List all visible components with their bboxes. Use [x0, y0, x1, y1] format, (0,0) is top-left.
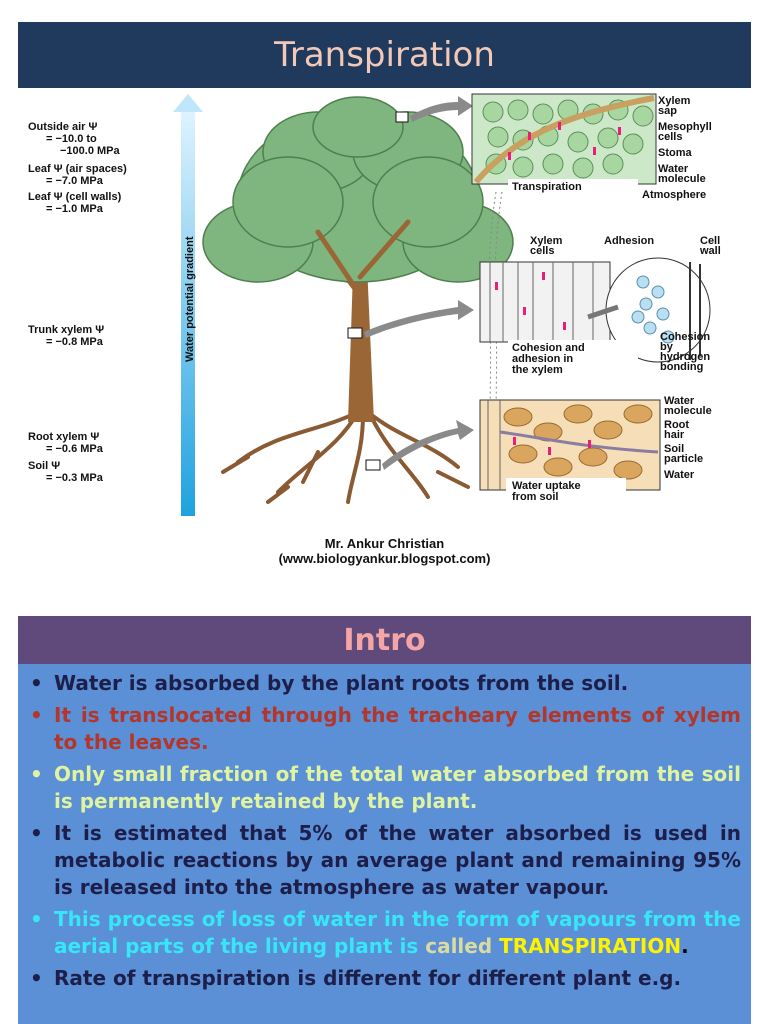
leaf-panel-caption: Transpiration: [512, 181, 582, 193]
bullet-retention: Only small fraction of the total water a…: [30, 761, 741, 815]
intro-bullet-list: Water is absorbed by the plant roots fro…: [18, 664, 751, 992]
transpiration-diagram: Outside air Ψ = −10.0 to −100.0 MPa Leaf…: [18, 92, 751, 572]
intro-header: Intro: [18, 616, 751, 664]
gradient-label: Water potential gradient: [184, 236, 196, 362]
svg-text:Adhesion: Adhesion: [604, 235, 654, 247]
svg-text:= −0.6 MPa: = −0.6 MPa: [46, 443, 104, 455]
label-leaf-air: Leaf Ψ (air spaces): [28, 163, 127, 175]
image-credit: Mr. Ankur Christian (www.biologyankur.bl…: [18, 536, 751, 566]
svg-text:Water: Water: [664, 469, 695, 481]
svg-text:Xylem: Xylem: [658, 95, 691, 107]
leaf-panel: Transpiration Xylem sap Mesophyll cells …: [471, 93, 712, 201]
svg-text:Water: Water: [658, 163, 689, 175]
svg-text:Mesophyll: Mesophyll: [658, 121, 712, 133]
intro-body: Water is absorbed by the plant roots fro…: [18, 664, 751, 1024]
svg-text:wall: wall: [699, 245, 721, 257]
term-transpiration: TRANSPIRATION: [499, 934, 682, 958]
label-soil: Soil Ψ: [28, 460, 60, 472]
svg-text:from soil: from soil: [512, 491, 558, 503]
svg-text:cells: cells: [530, 245, 554, 257]
svg-text:particle: particle: [664, 453, 703, 465]
svg-text:= −10.0 to: = −10.0 to: [46, 133, 97, 145]
credit-website: (www.biologyankur.blogspot.com): [278, 551, 491, 566]
intro-heading: Intro: [343, 622, 426, 658]
svg-text:adhesion in: adhesion in: [512, 353, 573, 365]
stem-panel: Xylem cells Adhesion Cell wall: [479, 235, 721, 380]
bullet-estimate: It is estimated that 5% of the water abs…: [30, 820, 741, 901]
potential-labels: Outside air Ψ = −10.0 to −100.0 MPa Leaf…: [28, 121, 127, 484]
tree-illustration: [202, 96, 514, 504]
svg-text:−100.0 MPa: −100.0 MPa: [60, 145, 121, 157]
slide1-title: Transpiration: [274, 35, 495, 75]
svg-text:bonding: bonding: [660, 361, 703, 373]
credit-author: Mr. Ankur Christian: [324, 536, 445, 551]
label-outside-air: Outside air Ψ: [28, 121, 98, 133]
svg-text:molecule: molecule: [658, 173, 706, 185]
svg-text:Cell: Cell: [700, 235, 720, 247]
svg-text:Root: Root: [664, 419, 689, 431]
gradient-arrow: Water potential gradient: [173, 94, 203, 516]
svg-text:Water: Water: [664, 395, 695, 407]
label-trunk: Trunk xylem Ψ: [28, 324, 104, 336]
svg-text:cells: cells: [658, 131, 682, 143]
bullet-definition: This process of loss of water in the for…: [30, 906, 741, 960]
slide1-title-bar: Transpiration: [18, 22, 751, 88]
svg-text:= −1.0 MPa: = −1.0 MPa: [46, 203, 104, 215]
label-leaf-wall: Leaf Ψ (cell walls): [28, 191, 122, 203]
svg-text:hydrogen: hydrogen: [660, 351, 710, 363]
label-root: Root xylem Ψ: [28, 431, 99, 443]
svg-text:Xylem: Xylem: [530, 235, 563, 247]
svg-text:= −0.8 MPa: = −0.8 MPa: [46, 336, 104, 348]
svg-text:hair: hair: [664, 429, 685, 441]
svg-text:Cohesion: Cohesion: [660, 331, 710, 343]
bullet-rate: Rate of transpiration is different for d…: [30, 965, 741, 992]
svg-text:sap: sap: [658, 105, 677, 117]
word-called: called: [425, 934, 493, 958]
stem-panel-caption: Cohesion and: [512, 342, 585, 354]
svg-text:= −7.0 MPa: = −7.0 MPa: [46, 175, 104, 187]
bullet-translocation: It is translocated through the tracheary…: [30, 702, 741, 756]
root-panel-caption: Water uptake: [512, 480, 581, 492]
svg-text:Soil: Soil: [664, 443, 684, 455]
svg-text:molecule: molecule: [664, 405, 712, 417]
svg-text:Atmosphere: Atmosphere: [642, 189, 706, 201]
root-panel: Water uptake from soil Water molecule Ro…: [479, 395, 712, 504]
svg-text:= −0.3 MPa: = −0.3 MPa: [46, 472, 104, 484]
svg-text:by: by: [660, 341, 674, 353]
svg-text:Stoma: Stoma: [658, 147, 693, 159]
svg-text:the xylem: the xylem: [512, 364, 563, 376]
bullet-absorption: Water is absorbed by the plant roots fro…: [30, 670, 741, 697]
